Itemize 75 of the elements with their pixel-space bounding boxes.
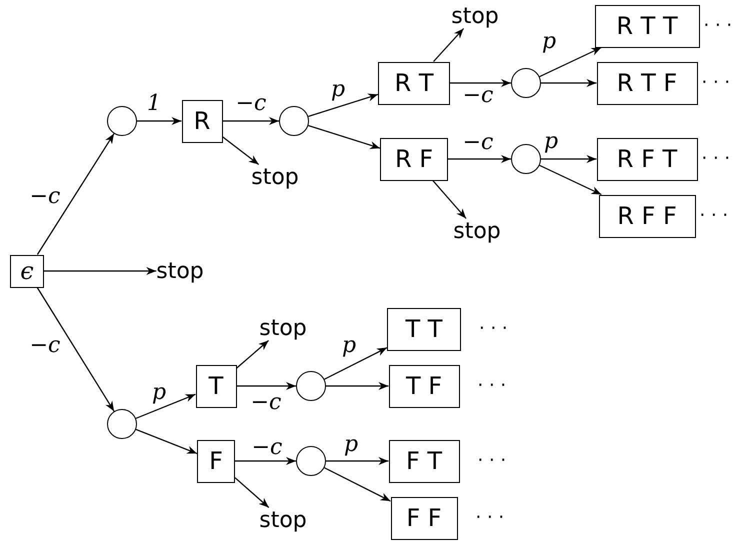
arrow	[36, 133, 114, 255]
state-box	[182, 100, 222, 142]
arrow	[235, 457, 296, 465]
stop-label: stop	[251, 164, 299, 190]
state-label: F	[209, 449, 223, 473]
chance-circle	[279, 106, 309, 136]
arrow	[234, 477, 270, 508]
arrow	[324, 347, 388, 380]
state-label: T T	[406, 317, 442, 341]
state-label: R T F	[616, 71, 678, 95]
arrow	[308, 124, 380, 150]
continuation-dots: · · ·	[479, 320, 508, 338]
state-box	[598, 194, 696, 238]
state-label: R T T	[616, 14, 678, 38]
arrow	[136, 428, 198, 454]
state-box	[197, 440, 235, 482]
state-box	[390, 496, 458, 540]
state-label: T F	[406, 374, 442, 398]
state-box	[387, 308, 461, 350]
state-label: R F F	[617, 204, 677, 228]
state-label: R T	[394, 71, 434, 95]
arrow	[450, 79, 511, 87]
chance-circle	[296, 371, 326, 401]
chance-circle	[107, 409, 137, 439]
arrow	[36, 287, 115, 412]
arrow	[326, 382, 388, 390]
chance-circle	[511, 144, 541, 174]
state-box	[10, 254, 44, 288]
state-box	[378, 62, 450, 104]
state-label: T	[208, 374, 224, 398]
arrow	[326, 457, 388, 465]
continuation-dots: · · ·	[704, 17, 732, 35]
continuation-dots: · · ·	[478, 452, 506, 470]
state-label: F F	[406, 506, 442, 530]
state-label: F T	[406, 449, 442, 473]
continuation-dots: · · ·	[702, 150, 730, 168]
arrow	[136, 394, 196, 419]
stop-label: stop	[451, 4, 499, 28]
continuation-dots: · · ·	[476, 509, 504, 527]
state-symbol: ϵ	[20, 259, 34, 283]
state-label: R F T	[616, 147, 678, 171]
arrow	[308, 94, 378, 118]
chance-circle	[107, 106, 137, 136]
chance-circle	[296, 446, 326, 476]
state-box	[594, 4, 700, 48]
arrow	[541, 79, 596, 87]
state-box	[596, 138, 698, 180]
state-box	[388, 440, 460, 482]
state-label: R	[194, 109, 210, 133]
arrow	[44, 267, 156, 275]
state-box	[388, 364, 460, 408]
chance-circle	[511, 68, 541, 98]
arrow	[539, 46, 602, 78]
arrow	[432, 180, 466, 219]
stop-label: stop	[156, 258, 204, 284]
continuation-dots: · · ·	[702, 74, 730, 92]
state-box	[596, 62, 698, 104]
stop-label: stop	[259, 508, 307, 532]
arrow	[137, 117, 182, 125]
arrow	[222, 136, 260, 165]
state-box	[196, 364, 236, 408]
arrow	[236, 340, 269, 369]
stop-label: stop	[453, 218, 501, 244]
arrow	[236, 382, 296, 390]
arrow	[324, 467, 391, 502]
stop-label: stop	[259, 316, 307, 340]
state-label: R F	[394, 147, 434, 171]
continuation-dots: · · ·	[700, 207, 728, 225]
state-box	[380, 138, 448, 180]
arrow	[448, 155, 511, 163]
arrow	[433, 28, 464, 62]
continuation-dots: · · ·	[478, 377, 506, 395]
arrow	[222, 117, 279, 125]
arrow	[541, 155, 596, 163]
arrow	[539, 164, 602, 196]
